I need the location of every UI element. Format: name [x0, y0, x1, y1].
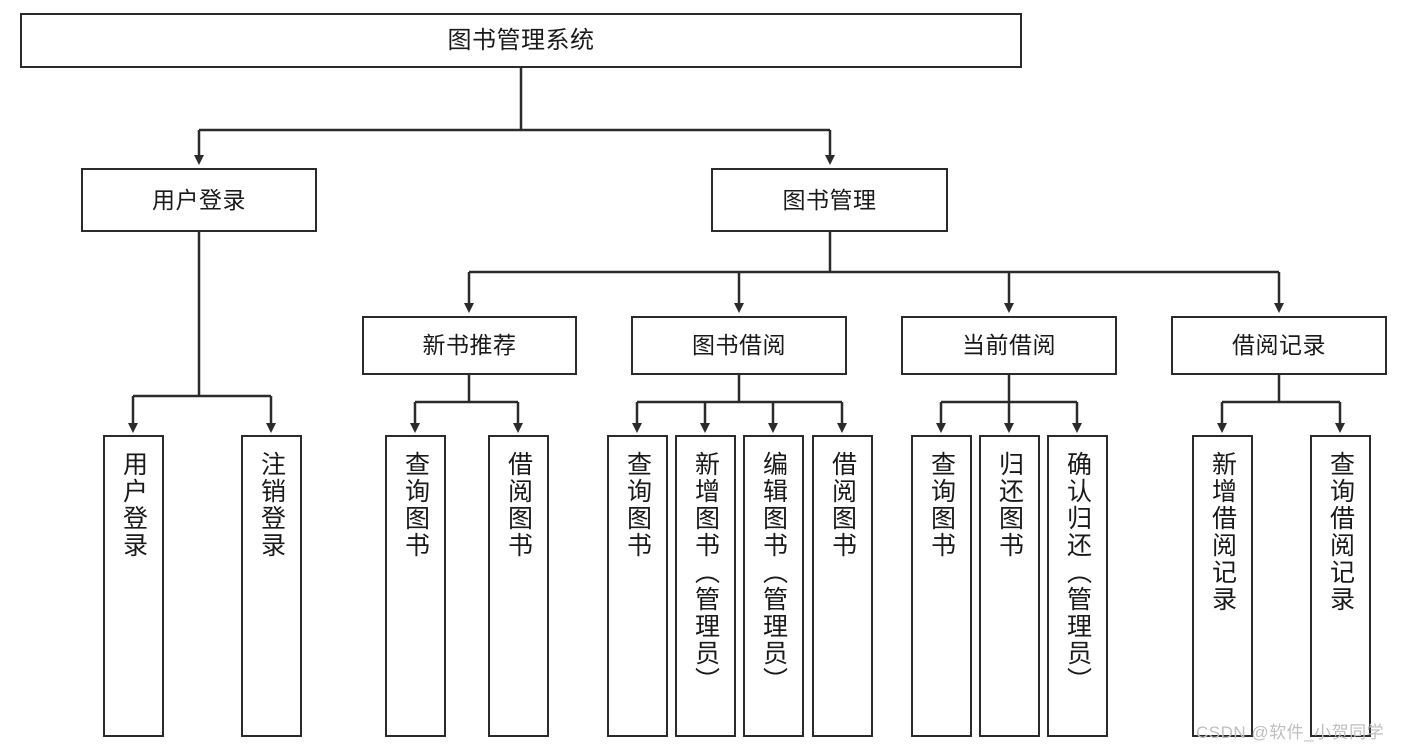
- node-label: 新增图书（管理员）: [691, 451, 720, 694]
- leaf-user-login-logout[interactable]: 注销登录: [241, 435, 302, 737]
- leaf-user-login-login[interactable]: 用户登录: [103, 435, 164, 737]
- node-current-borrow[interactable]: 当前借阅: [901, 316, 1117, 375]
- leaf-new-book-query-book[interactable]: 查询图书: [385, 435, 446, 737]
- leaf-borrow-record-add-record[interactable]: 新增借阅记录: [1192, 435, 1253, 737]
- node-label: 查询图书: [401, 451, 430, 559]
- leaf-current-borrow-query-book[interactable]: 查询图书: [911, 435, 972, 737]
- node-root-book-management-system[interactable]: 图书管理系统: [20, 13, 1022, 68]
- node-new-book-recommend[interactable]: 新书推荐: [362, 316, 577, 375]
- node-label: 归还图书: [995, 451, 1024, 559]
- node-label: 确认归还（管理员）: [1063, 451, 1092, 694]
- node-label: 用户登录: [152, 186, 246, 213]
- node-borrow-record[interactable]: 借阅记录: [1171, 316, 1387, 375]
- node-label: 图书借阅: [692, 332, 786, 359]
- node-label: 编辑图书（管理员）: [759, 451, 788, 694]
- node-label: 借阅图书: [828, 451, 857, 559]
- leaf-borrow-record-query-record[interactable]: 查询借阅记录: [1310, 435, 1371, 737]
- node-label: 图书管理: [782, 186, 877, 213]
- node-label: 查询借阅记录: [1326, 451, 1355, 613]
- node-label: 查询图书: [623, 451, 652, 559]
- leaf-current-borrow-confirm-return-admin[interactable]: 确认归还（管理员）: [1047, 435, 1108, 737]
- node-label: 查询图书: [927, 451, 956, 559]
- node-label: 新增借阅记录: [1208, 451, 1237, 613]
- leaf-book-borrow-add-book-admin[interactable]: 新增图书（管理员）: [675, 435, 736, 737]
- node-label: 新书推荐: [422, 332, 517, 359]
- leaf-book-borrow-edit-book-admin[interactable]: 编辑图书（管理员）: [743, 435, 804, 737]
- leaf-book-borrow-query-book[interactable]: 查询图书: [607, 435, 668, 737]
- node-label: 用户登录: [119, 451, 148, 559]
- node-book-management[interactable]: 图书管理: [711, 168, 948, 232]
- node-label: 当前借阅: [962, 332, 1056, 359]
- csdn-watermark: CSDN @软件_小贺同学: [1196, 723, 1385, 742]
- node-book-borrow[interactable]: 图书借阅: [631, 316, 847, 375]
- node-label: 图书管理系统: [447, 26, 595, 54]
- leaf-book-borrow-borrow-book[interactable]: 借阅图书: [812, 435, 873, 737]
- leaf-current-borrow-return-book[interactable]: 归还图书: [979, 435, 1040, 737]
- leaf-new-book-borrow-book[interactable]: 借阅图书: [488, 435, 549, 737]
- node-user-login[interactable]: 用户登录: [81, 168, 317, 232]
- node-label: 注销登录: [257, 451, 286, 559]
- node-label: 借阅图书: [504, 451, 533, 559]
- node-label: 借阅记录: [1232, 332, 1326, 359]
